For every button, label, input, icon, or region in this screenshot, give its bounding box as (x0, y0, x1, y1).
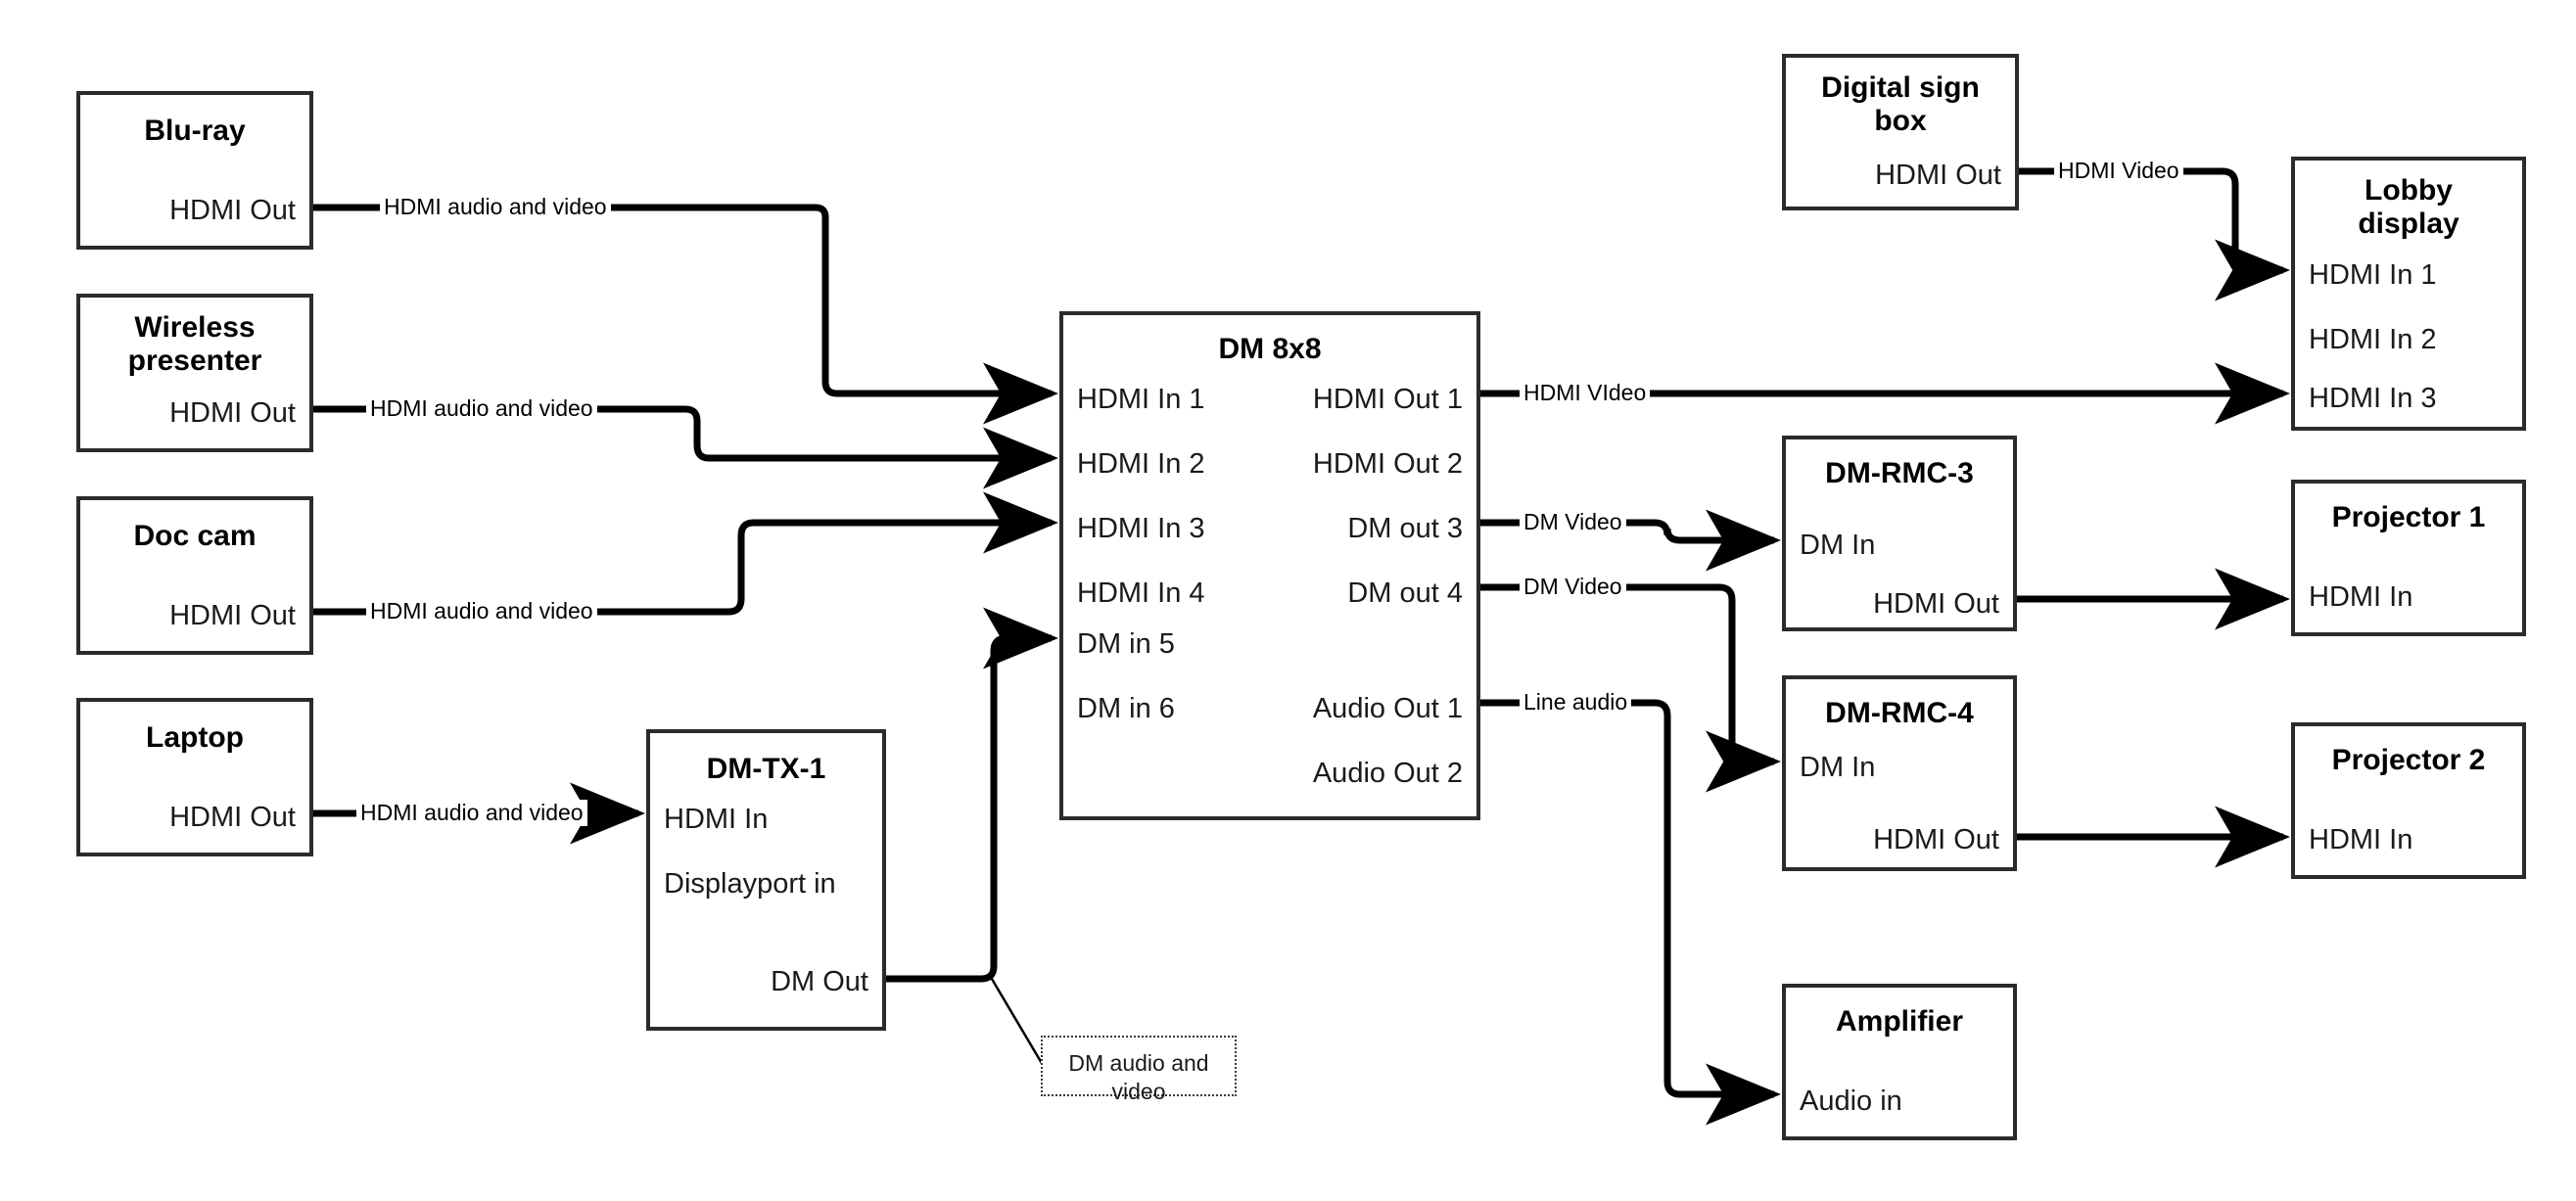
leader-line-dm-audio-video-note (987, 973, 1045, 1066)
node-wireless-presenter[interactable]: Wireless presenter HDMI Out (76, 294, 313, 452)
port-dm-rmc-3-hdmi-out[interactable]: HDMI Out (1873, 588, 1999, 620)
node-lobby-display-title: Lobby display (2358, 174, 2459, 240)
wire-label-hdmi-out-1-to-lobby: HDMI VIdeo (1520, 380, 1651, 406)
node-projector-2[interactable]: Projector 2 HDMI In (2291, 722, 2526, 879)
port-laptop-hdmi-out[interactable]: HDMI Out (169, 802, 296, 833)
port-dm-rmc-4-hdmi-out[interactable]: HDMI Out (1873, 824, 1999, 855)
port-dm-8x8-dm-out-4[interactable]: DM out 4 (1347, 577, 1463, 609)
note-dm-audio-and-video: DM audio and video (1041, 1036, 1237, 1104)
port-dm-rmc-4-dm-in[interactable]: DM In (1800, 752, 1876, 783)
port-digital-sign-box-hdmi-out[interactable]: HDMI Out (1875, 160, 2001, 191)
note-dm-audio-and-video-text: DM audio and video (1068, 1050, 1209, 1104)
port-dm-8x8-hdmi-in-4[interactable]: HDMI In 4 (1077, 577, 1205, 609)
node-laptop-title: Laptop (146, 721, 244, 754)
wire-dm-out-3-to-dm-rmc-3 (1480, 509, 1781, 572)
port-dm-8x8-hdmi-in-2[interactable]: HDMI In 2 (1077, 448, 1205, 480)
port-dm-8x8-hdmi-out-2[interactable]: HDMI Out 2 (1312, 448, 1463, 480)
node-blu-ray[interactable]: Blu-ray HDMI Out (76, 91, 313, 250)
port-doc-cam-hdmi-out[interactable]: HDMI Out (169, 600, 296, 631)
node-amplifier-title: Amplifier (1835, 1005, 1964, 1038)
node-dm-rmc-3[interactable]: DM-RMC-3 DM In HDMI Out (1782, 436, 2017, 631)
node-dm-rmc-4[interactable]: DM-RMC-4 DM In HDMI Out (1782, 675, 2017, 871)
node-dm-rmc-3-title: DM-RMC-3 (1825, 457, 1974, 489)
port-dm-8x8-audio-out-1[interactable]: Audio Out 1 (1312, 693, 1463, 724)
port-dm-8x8-dm-in-6[interactable]: DM in 6 (1077, 693, 1175, 724)
wire-label-laptop-to-dm-tx-1: HDMI audio and video (356, 800, 587, 826)
node-doc-cam-title: Doc cam (133, 520, 257, 552)
port-lobby-display-hdmi-in-3[interactable]: HDMI In 3 (2309, 383, 2437, 414)
port-dm-8x8-dm-in-5[interactable]: DM in 5 (1077, 628, 1175, 660)
node-projector-1[interactable]: Projector 1 HDMI In (2291, 480, 2526, 636)
node-digital-sign-box-title: Digital sign box (1821, 71, 1980, 137)
wire-blu-ray-to-hdmi-in-1 (313, 204, 1058, 425)
wire-digital-sign-box-to-lobby-hdmi-in-1 (2019, 167, 2290, 301)
port-projector-1-hdmi-in[interactable]: HDMI In (2309, 581, 2413, 613)
node-projector-1-title: Projector 1 (2331, 501, 2486, 533)
node-blu-ray-title: Blu-ray (144, 115, 246, 147)
wire-label-digital-sign-box-to-lobby: HDMI Video (2054, 158, 2183, 184)
wire-label-dm-out-4-to-rmc-4: DM Video (1520, 574, 1626, 600)
wire-label-wireless-to-hdmi-in-2: HDMI audio and video (366, 395, 597, 422)
node-wireless-presenter-title: Wireless presenter (127, 311, 262, 377)
wire-label-blu-ray-to-hdmi-in-1: HDMI audio and video (380, 194, 611, 220)
wire-dm-tx-1-to-dm-in-5 (886, 607, 1058, 983)
port-dm-8x8-dm-out-3[interactable]: DM out 3 (1347, 513, 1463, 544)
wire-label-dm-out-3-to-rmc-3: DM Video (1520, 509, 1626, 535)
node-laptop[interactable]: Laptop HDMI Out (76, 698, 313, 856)
wire-dm-out-4-to-dm-rmc-4 (1480, 583, 1781, 793)
wire-doc-cam-to-hdmi-in-3 (313, 491, 1058, 616)
node-dm-tx-1-title: DM-TX-1 (706, 753, 826, 785)
port-projector-2-hdmi-in[interactable]: HDMI In (2309, 824, 2413, 855)
node-dm-8x8[interactable]: DM 8x8 HDMI In 1 HDMI In 2 HDMI In 3 HDM… (1059, 311, 1480, 820)
wire-audio-out-1-to-amplifier (1480, 699, 1781, 1126)
port-dm-tx-1-hdmi-in[interactable]: HDMI In (664, 804, 769, 835)
wire-wireless-presenter-to-hdmi-in-2 (313, 405, 1058, 489)
port-dm-rmc-3-dm-in[interactable]: DM In (1800, 530, 1876, 561)
node-amplifier[interactable]: Amplifier Audio in (1782, 984, 2017, 1140)
node-projector-2-title: Projector 2 (2331, 744, 2486, 776)
port-amplifier-audio-in[interactable]: Audio in (1800, 1086, 1902, 1117)
port-lobby-display-hdmi-in-1[interactable]: HDMI In 1 (2309, 259, 2437, 291)
port-dm-8x8-audio-out-2[interactable]: Audio Out 2 (1312, 758, 1463, 789)
node-digital-sign-box[interactable]: Digital sign box HDMI Out (1782, 54, 2019, 210)
wire-label-audio-out-1-to-amplifier: Line audio (1520, 689, 1632, 716)
port-wireless-presenter-hdmi-out[interactable]: HDMI Out (169, 397, 296, 429)
node-dm-8x8-title: DM 8x8 (1218, 333, 1322, 365)
node-lobby-display[interactable]: Lobby display HDMI In 1 HDMI In 2 HDMI I… (2291, 157, 2526, 431)
node-doc-cam[interactable]: Doc cam HDMI Out (76, 496, 313, 655)
port-dm-8x8-hdmi-in-3[interactable]: HDMI In 3 (1077, 513, 1205, 544)
port-blu-ray-hdmi-out[interactable]: HDMI Out (169, 195, 296, 226)
port-dm-tx-1-dm-out[interactable]: DM Out (771, 966, 868, 997)
node-dm-tx-1[interactable]: DM-TX-1 HDMI In Displayport in DM Out (646, 729, 886, 1031)
port-dm-8x8-hdmi-out-1[interactable]: HDMI Out 1 (1312, 384, 1463, 415)
port-lobby-display-hdmi-in-2[interactable]: HDMI In 2 (2309, 324, 2437, 355)
port-dm-8x8-hdmi-in-1[interactable]: HDMI In 1 (1077, 384, 1205, 415)
node-dm-rmc-4-title: DM-RMC-4 (1825, 697, 1974, 729)
wire-label-doc-cam-to-hdmi-in-3: HDMI audio and video (366, 598, 597, 624)
port-dm-tx-1-displayport-in[interactable]: Displayport in (664, 868, 836, 900)
